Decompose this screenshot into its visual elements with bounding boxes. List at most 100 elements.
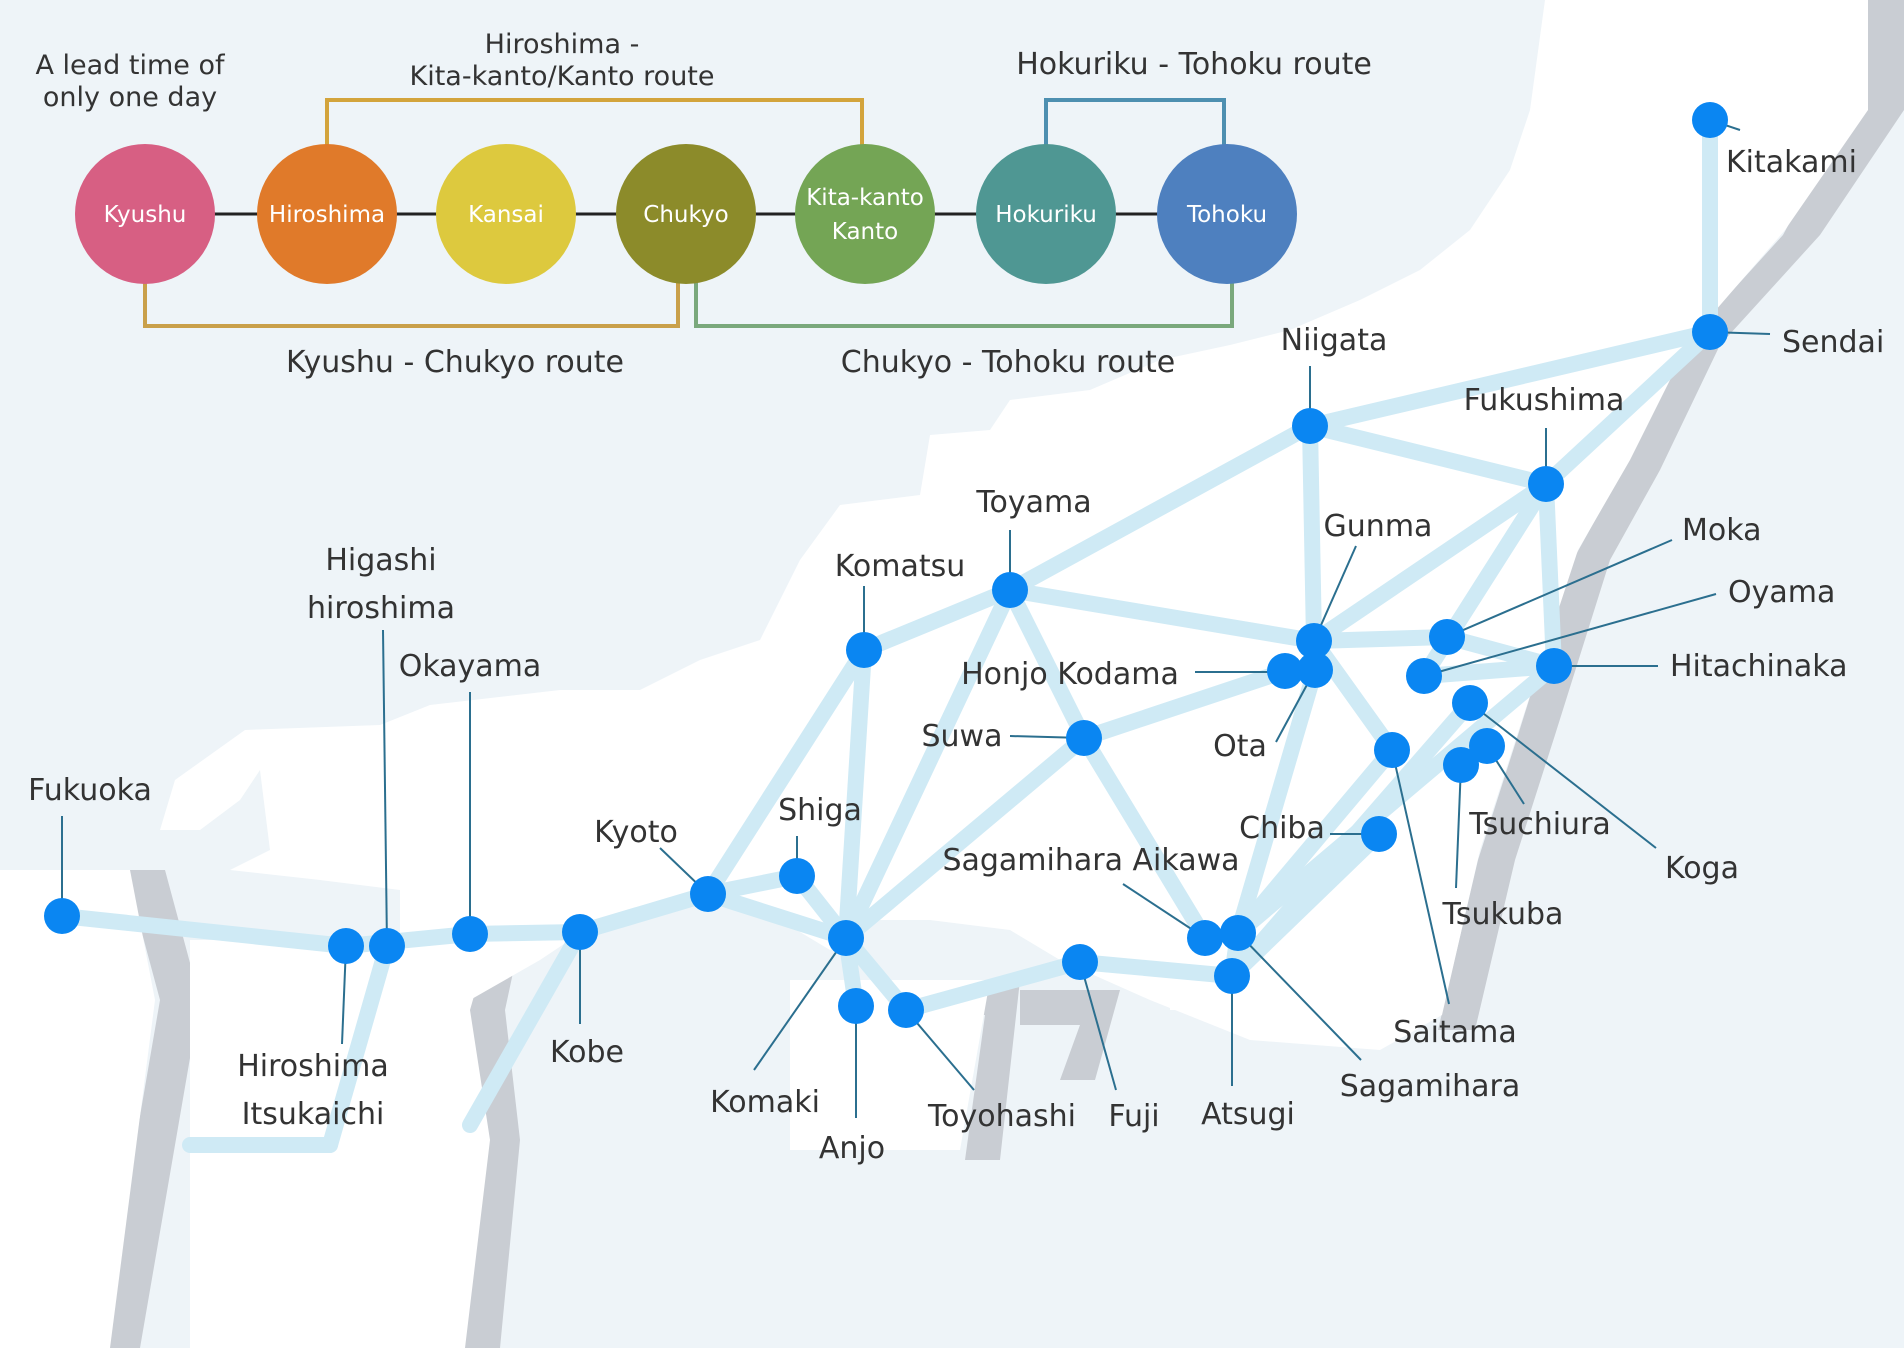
route-suwa-anjo <box>838 730 1092 946</box>
city-label-kobe: Kobe <box>550 1035 624 1070</box>
hiroshima-kitakanto-bracket <box>325 98 864 150</box>
city-label-shiga: Shiga <box>778 793 862 828</box>
city-label-hiroshima-itsukaichi: Itsukaichi <box>242 1097 385 1132</box>
region-label-hokuriku: Hokuriku <box>995 202 1097 228</box>
node-ota <box>1297 652 1333 688</box>
node-shiga <box>779 858 815 894</box>
node-chiba <box>1361 816 1397 852</box>
node-okayama <box>452 916 488 952</box>
city-label-ota: Ota <box>1213 729 1267 764</box>
leader-fuji <box>1079 961 1117 1091</box>
city-label-hitachinaka: Hitachinaka <box>1670 649 1848 684</box>
leader-saitama <box>1391 749 1450 1005</box>
route-lines <box>54 112 1718 1153</box>
route-kyoto-komatsu <box>700 642 872 902</box>
city-label-sagamihara: Sagamihara <box>1340 1069 1521 1104</box>
region-circle-kitakanto <box>795 144 935 284</box>
city-label-komatsu: Komatsu <box>835 549 966 584</box>
route-niigata-gunma <box>1302 418 1322 649</box>
route-sendai-fukushima <box>1538 324 1718 492</box>
node-sagAikawa <box>1187 920 1223 956</box>
node-komaki <box>838 988 874 1024</box>
route-okayama-kobe <box>462 924 588 942</box>
city-label-toyama: Toyama <box>975 485 1091 520</box>
region-circle-tohoku <box>1157 144 1297 284</box>
node-sendai <box>1692 314 1728 350</box>
node-anjo <box>828 920 864 956</box>
city-labels: KitakamiSendaiNiigataFukushimaToyamaGunm… <box>28 145 1884 1166</box>
city-label-moka: Moka <box>1682 513 1761 548</box>
city-label-koga: Koga <box>1665 851 1739 886</box>
lead-time-text-line2: only one day <box>43 82 217 113</box>
route-hitachinaka-oyama <box>1416 658 1562 684</box>
leader-koga <box>1469 702 1657 849</box>
node-toyama <box>992 572 1028 608</box>
kyushu-chukyo-route-title: Kyushu - Chukyo route <box>286 345 624 380</box>
leader-moka <box>1446 539 1673 638</box>
city-label-higashi-hiroshima: hiroshima <box>307 591 455 626</box>
region-circle-chukyo <box>616 144 756 284</box>
city-label-atsugi: Atsugi <box>1201 1097 1295 1132</box>
region-circle-kyushu <box>75 144 215 284</box>
route-fuji-atsugi <box>1072 954 1240 984</box>
city-label-anjo: Anjo <box>819 1131 885 1166</box>
node-hiroA <box>328 928 364 964</box>
node-toyohashi <box>888 992 924 1028</box>
city-label-suwa: Suwa <box>922 719 1003 754</box>
route-ota-sagamihara <box>1230 662 1323 941</box>
node-komatsu <box>846 632 882 668</box>
route-toyama-niigata <box>1002 418 1318 598</box>
route-kobe-kyoto <box>572 886 716 940</box>
region-label-kitakanto: Kanto <box>832 219 898 245</box>
node-koga <box>1452 685 1488 721</box>
node-fukuoka <box>44 898 80 934</box>
city-label-kitakami: Kitakami <box>1726 145 1857 180</box>
chukyo-tohoku-route-title: Chukyo - Tohoku route <box>841 345 1176 380</box>
kyushu-chukyo-bracket <box>143 280 680 328</box>
lead-time-text-line1: A lead time of <box>35 50 226 81</box>
route-spur-0 <box>322 938 395 1153</box>
hiroshima-route-title-line2: Kita-kanto/Kanto route <box>409 61 714 92</box>
route-spur-1 <box>462 924 588 1133</box>
region-label-hiroshima: Hiroshima <box>269 202 385 228</box>
node-moka <box>1429 619 1465 655</box>
city-label-honjo-kodama: Honjo Kodama <box>961 657 1179 692</box>
city-label-niigata: Niigata <box>1281 323 1388 358</box>
route-kyoto-anjo <box>700 886 854 946</box>
route-gunma-moka <box>1306 629 1455 649</box>
leader-sagamihara <box>1237 932 1362 1061</box>
leader-komaki <box>753 937 847 1071</box>
city-label-kyoto: Kyoto <box>594 815 678 850</box>
node-kobe <box>562 914 598 950</box>
route-komatsu-anjo <box>838 642 872 946</box>
route-fukuoka-hiroA <box>54 908 354 954</box>
route-komatsu-toyama <box>856 582 1018 658</box>
city-nodes <box>44 102 1728 1028</box>
city-label-hiroshima-itsukaichi: Hiroshima <box>237 1049 389 1084</box>
leader-higashi-hiroshima <box>382 629 388 947</box>
node-tsuchiura <box>1469 728 1505 764</box>
city-label-toyohashi: Toyohashi <box>927 1099 1076 1134</box>
region-label-chukyo: Chukyo <box>643 202 728 228</box>
route-toyama-gunma <box>1002 582 1322 649</box>
region-circle-hiroshima <box>257 144 397 284</box>
city-label-higashi-hiroshima: Higashi <box>325 543 436 578</box>
city-label-gunma: Gunma <box>1324 509 1433 544</box>
label-leaders <box>61 119 1771 1118</box>
city-label-tsukuba: Tsukuba <box>1442 897 1564 932</box>
node-hitachinaka <box>1536 648 1572 684</box>
region-label-kitakanto: Kita-kanto <box>806 185 924 211</box>
leader-tsukuba <box>1455 764 1462 889</box>
route-toyohashi-fuji <box>898 954 1088 1018</box>
city-label-tsuchiura: Tsuchiura <box>1468 807 1611 842</box>
city-label-sagamihara-aikawa: Sagamihara Aikawa <box>942 843 1239 878</box>
city-label-fuji: Fuji <box>1108 1099 1159 1134</box>
region-label-kansai: Kansai <box>468 202 544 228</box>
node-suwa <box>1066 720 1102 756</box>
region-circle-kansai <box>436 144 576 284</box>
node-honjo <box>1267 653 1303 689</box>
city-label-saitama: Saitama <box>1393 1015 1517 1050</box>
